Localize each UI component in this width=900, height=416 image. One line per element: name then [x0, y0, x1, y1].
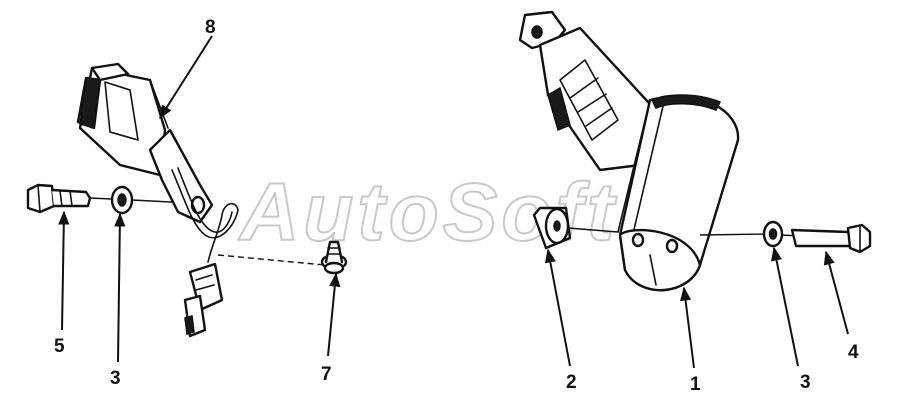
part-8-buckle — [76, 62, 239, 263]
leader-3-right — [771, 246, 799, 367]
leader-8 — [159, 35, 213, 120]
callout-4: 4 — [848, 342, 859, 363]
leader-2 — [544, 248, 571, 367]
connector-plug — [183, 262, 224, 338]
leader-7 — [327, 272, 341, 357]
part-7-clip-screw — [320, 240, 348, 275]
leader-5 — [58, 210, 70, 331]
callout-1: 1 — [690, 374, 701, 395]
part-2-spacer — [532, 206, 572, 250]
dashed-leader-to-7 — [217, 254, 326, 266]
part-3-washer-right — [762, 220, 784, 248]
callout-2: 2 — [566, 372, 577, 393]
leader-4 — [823, 250, 849, 335]
part-4-bolt — [790, 223, 872, 254]
part-1-retractor — [617, 94, 740, 292]
callout-8: 8 — [205, 17, 216, 38]
callout-5: 5 — [54, 336, 65, 357]
part-3-washer-left — [110, 185, 134, 215]
leader-3-left — [114, 212, 126, 363]
leader-1 — [680, 286, 695, 369]
callout-7: 7 — [321, 364, 332, 385]
part-5-bolt — [26, 183, 92, 214]
callout-3-right: 3 — [800, 372, 811, 393]
callout-3-left: 3 — [110, 368, 121, 389]
